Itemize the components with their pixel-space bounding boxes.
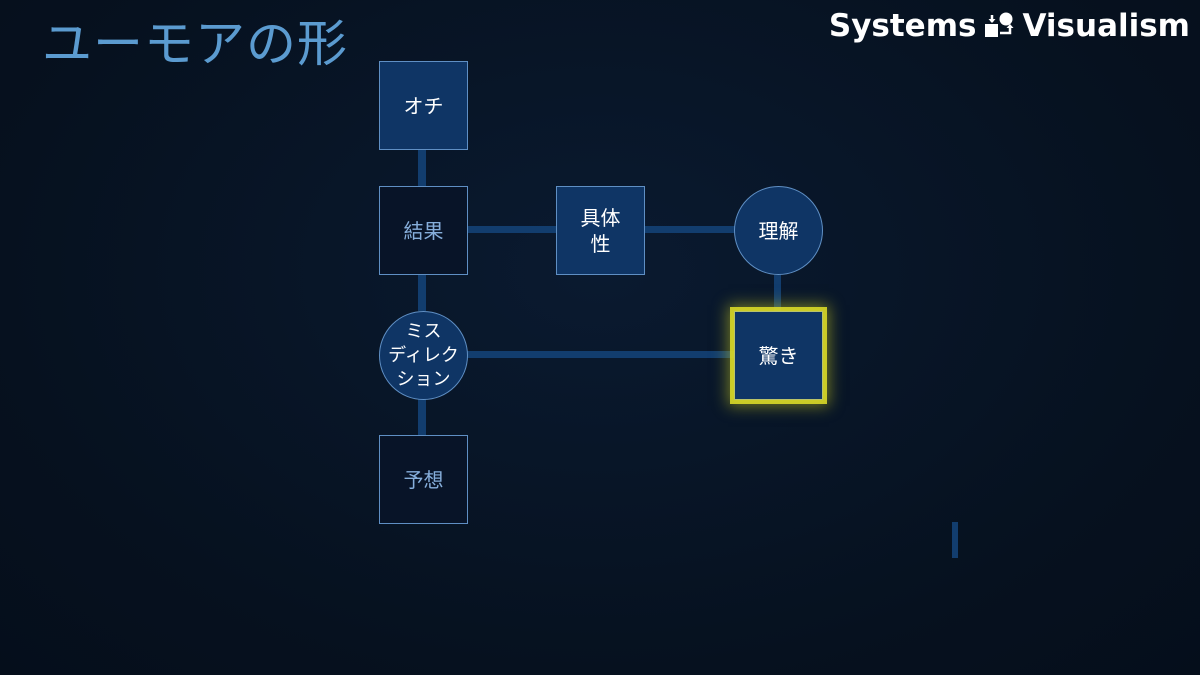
connector-ochi-kekka (418, 150, 426, 186)
connector-kekka-gutaisei (467, 226, 556, 233)
node-misdirection: ミス ディレクション (379, 311, 468, 400)
node-odoroki-label: 驚き (758, 343, 799, 368)
node-ochi-label: オチ (403, 93, 444, 118)
systems-visualism-logo-icon (985, 12, 1014, 37)
node-yosou-label: 予想 (403, 467, 444, 492)
node-kekka-label: 結果 (403, 218, 444, 243)
brand-logo-area: Systems Visualism (829, 6, 1190, 46)
node-odoroki: 驚き (734, 311, 823, 400)
node-gutaisei-label: 具体 性 (580, 205, 621, 256)
node-misdirection-label: ミス ディレクション (388, 320, 459, 390)
slide-title: ユーモアの形 (42, 15, 348, 73)
connector-rikai-odoroki (774, 275, 781, 311)
node-gutaisei: 具体 性 (556, 186, 645, 275)
animation-bar (952, 522, 958, 558)
node-ochi: オチ (379, 61, 468, 150)
brand-text-systems: Systems (828, 8, 977, 44)
node-yosou: 予想 (379, 435, 468, 524)
connector-misdirection-odoroki (467, 351, 735, 358)
node-rikai-label: 理解 (758, 218, 799, 243)
connector-kekka-misdirection (418, 275, 426, 311)
node-kekka: 結果 (379, 186, 468, 275)
connector-misdirection-yosou (418, 398, 426, 436)
node-rikai: 理解 (734, 186, 823, 275)
connector-gutaisei-rikai (644, 226, 736, 233)
brand-text-visualism: Visualism (1022, 8, 1190, 44)
